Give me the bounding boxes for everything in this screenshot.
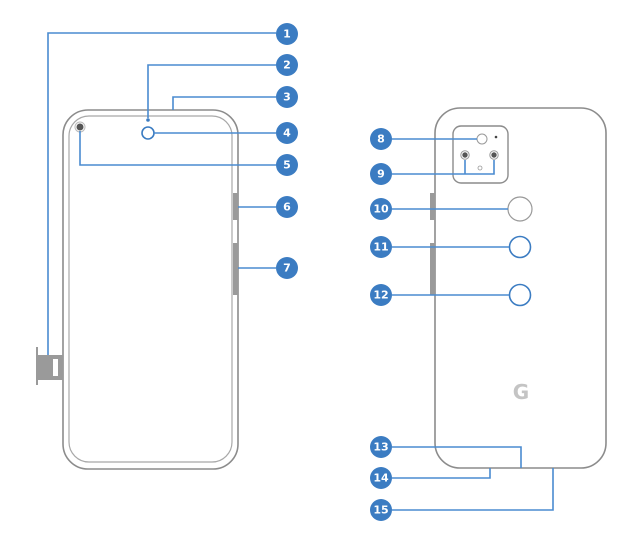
sim-tray bbox=[36, 347, 63, 385]
svg-text:2: 2 bbox=[283, 59, 291, 72]
callout-4: 4 bbox=[276, 122, 298, 144]
callout-6: 6 bbox=[276, 196, 298, 218]
callout-14: 14 bbox=[370, 467, 392, 489]
flash bbox=[476, 133, 488, 145]
svg-text:9: 9 bbox=[377, 168, 385, 181]
front-phone-body bbox=[62, 109, 239, 470]
callout-3: 3 bbox=[276, 86, 298, 108]
leader-line-2 bbox=[147, 64, 276, 118]
callout-13: 13 bbox=[370, 436, 392, 458]
google-logo: G bbox=[513, 380, 529, 404]
leader-line-3 bbox=[172, 96, 276, 110]
leader-line-9 bbox=[392, 160, 495, 175]
callout-15: 15 bbox=[370, 499, 392, 521]
leader-line-1 bbox=[47, 32, 276, 355]
svg-text:6: 6 bbox=[283, 201, 291, 214]
svg-text:7: 7 bbox=[283, 262, 291, 275]
front-screen bbox=[68, 115, 233, 463]
rear-camera-wide bbox=[491, 152, 497, 158]
laser-sensor bbox=[477, 165, 483, 171]
marker-12 bbox=[508, 283, 532, 307]
svg-text:5: 5 bbox=[283, 159, 291, 172]
svg-text:8: 8 bbox=[377, 133, 385, 146]
leader-line-14 bbox=[392, 468, 491, 479]
proximity-sensor bbox=[76, 123, 84, 131]
rear-camera-main bbox=[462, 152, 468, 158]
callout-2: 2 bbox=[276, 54, 298, 76]
callout-12: 12 bbox=[370, 284, 392, 306]
earpiece-dot bbox=[146, 118, 150, 122]
camera-mic bbox=[494, 135, 498, 139]
svg-text:12: 12 bbox=[373, 289, 388, 302]
callout-5: 5 bbox=[276, 154, 298, 176]
callout-8: 8 bbox=[370, 128, 392, 150]
front-view bbox=[36, 32, 276, 470]
svg-text:1: 1 bbox=[283, 28, 291, 41]
svg-text:10: 10 bbox=[373, 203, 389, 216]
marker-11 bbox=[508, 235, 532, 259]
svg-text:3: 3 bbox=[283, 91, 291, 104]
svg-text:4: 4 bbox=[283, 127, 291, 140]
volume-button bbox=[233, 243, 238, 295]
back-volume-button bbox=[430, 243, 435, 295]
callout-10: 10 bbox=[370, 198, 392, 220]
svg-text:13: 13 bbox=[373, 441, 388, 454]
callout-7: 7 bbox=[276, 257, 298, 279]
leader-line-15 bbox=[392, 468, 554, 511]
front-camera bbox=[141, 126, 155, 140]
callout-1: 1 bbox=[276, 23, 298, 45]
svg-text:15: 15 bbox=[373, 504, 388, 517]
svg-text:11: 11 bbox=[373, 241, 388, 254]
back-power-button bbox=[430, 193, 435, 220]
callout-11: 11 bbox=[370, 236, 392, 258]
leader-line-13 bbox=[392, 446, 522, 468]
leader-line-5 bbox=[79, 131, 276, 166]
callout-9: 9 bbox=[370, 163, 392, 185]
power-button bbox=[233, 193, 238, 220]
svg-text:14: 14 bbox=[373, 472, 389, 485]
back-view: G bbox=[392, 107, 607, 511]
fingerprint-sensor bbox=[507, 196, 533, 222]
